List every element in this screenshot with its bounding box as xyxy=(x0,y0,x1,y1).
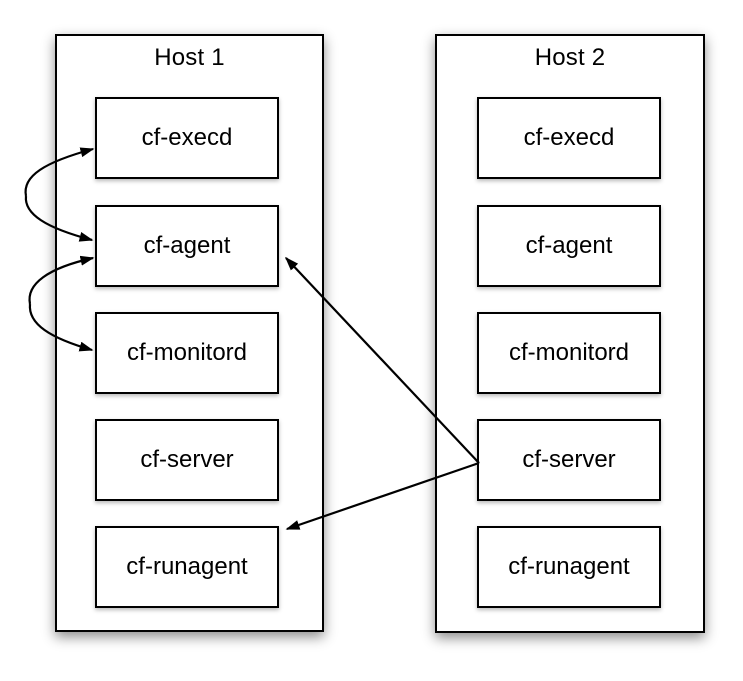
process-label: cf-server xyxy=(140,446,234,473)
process-box-cf-runagent-host1: cf-runagent xyxy=(95,526,279,608)
process-box-cf-agent-host1: cf-agent xyxy=(95,205,279,287)
process-box-cf-execd-host2: cf-execd xyxy=(477,97,661,179)
process-label: cf-monitord xyxy=(508,339,630,366)
process-box-cf-monitord-host1: cf-monitord xyxy=(95,312,279,394)
process-label: cf-runagent xyxy=(126,553,248,580)
process-box-cf-agent-host2: cf-agent xyxy=(477,205,661,287)
host2-title: Host 2 xyxy=(534,44,606,71)
host-panel-1: Host 1 cf-execd cf-agent cf-monitord cf-… xyxy=(55,34,324,632)
process-label: cf-server xyxy=(522,446,616,473)
process-box-cf-execd-host1: cf-execd xyxy=(95,97,279,179)
process-label: cf-execd xyxy=(141,124,233,151)
process-label: cf-execd xyxy=(523,124,615,151)
process-box-cf-runagent-host2: cf-runagent xyxy=(477,526,661,608)
process-label: cf-monitord xyxy=(126,339,248,366)
process-label: cf-agent xyxy=(525,232,613,259)
process-box-cf-server-host2: cf-server xyxy=(477,419,661,501)
process-box-cf-server-host1: cf-server xyxy=(95,419,279,501)
host-panel-2: Host 2 cf-execd cf-agent cf-monitord cf-… xyxy=(435,34,705,633)
host1-title: Host 1 xyxy=(154,44,225,71)
process-box-cf-monitord-host2: cf-monitord xyxy=(477,312,661,394)
process-label: cf-runagent xyxy=(508,553,630,580)
process-label: cf-agent xyxy=(143,232,231,259)
